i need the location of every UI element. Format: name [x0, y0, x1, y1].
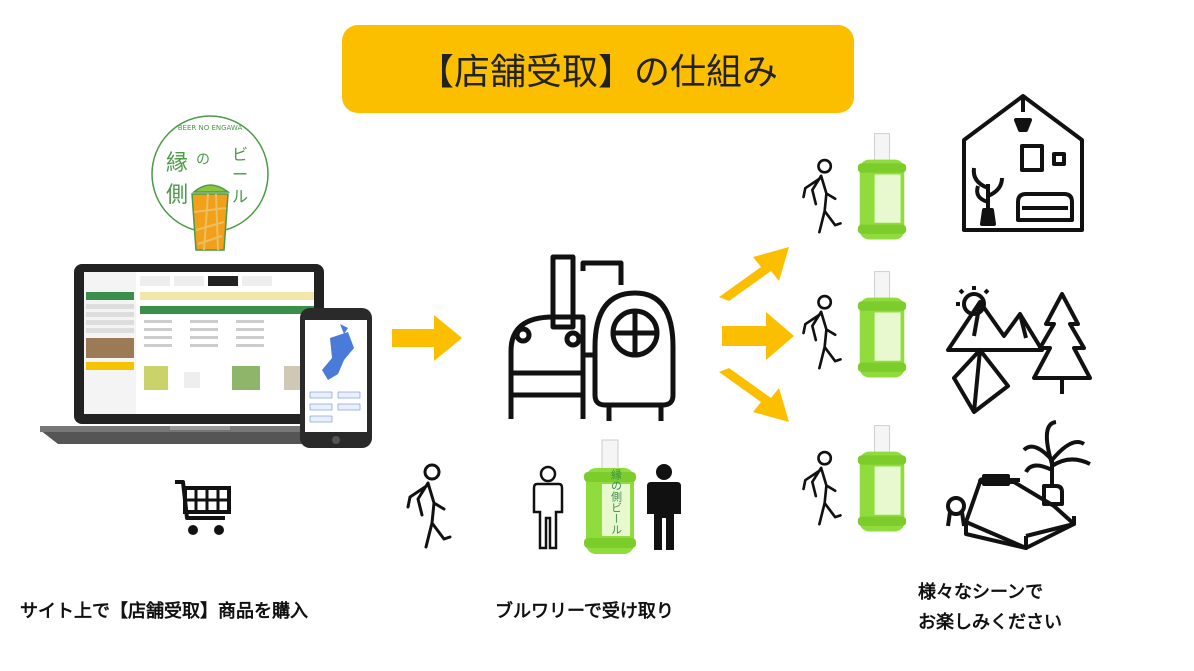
logo-kanji-2: 側 [166, 183, 188, 208]
arrow-icon [713, 366, 793, 432]
phone-icon [300, 308, 372, 448]
cart-icon [173, 478, 233, 538]
walking-person-icon [800, 156, 844, 238]
step-1-label: サイト上で【店舗受取】商品を購入 [20, 601, 308, 622]
logo-kana-4: ル [232, 187, 248, 206]
keg-icon [856, 266, 908, 384]
step-3-line-2: お楽しみください [918, 612, 1062, 633]
logo-kana-2: ビ [232, 145, 248, 164]
walking-person-icon [800, 292, 844, 374]
house-icon [960, 92, 1086, 232]
beer-logo: BEER NO ENGAWA 縁 側 の ビ ー ル [148, 112, 273, 257]
keg-icon [856, 128, 908, 246]
bedroom-icon [944, 420, 1096, 550]
logo-arc-text: BEER NO ENGAWA [178, 124, 243, 132]
page-title: 【店舗受取】の仕組み [417, 52, 778, 93]
arrow-icon [713, 237, 793, 303]
laptop-icon [40, 262, 358, 452]
walking-person-icon [404, 463, 454, 551]
arrow-icon [722, 310, 794, 362]
logo-kana-1: の [196, 152, 210, 168]
keg-label: 縁の側ビール [610, 468, 623, 535]
keg-icon [856, 420, 908, 538]
mountain-camp-icon [946, 286, 1096, 416]
keg-icon: 縁の側ビール [582, 439, 638, 555]
step-2-label: ブルワリーで受け取り [495, 601, 674, 622]
arrow-icon [392, 313, 462, 363]
title-banner: 【店舗受取】の仕組み [342, 25, 854, 113]
logo-kana-3: ー [232, 165, 248, 184]
brewery-icon [505, 254, 676, 425]
person-icon [645, 464, 683, 552]
walking-person-icon [800, 448, 844, 530]
person-icon [532, 465, 564, 550]
step-3-label: 様々なシーンで お楽しみください [918, 578, 1062, 638]
logo-kanji-1: 縁 [166, 151, 188, 176]
step-3-line-1: 様々なシーンで [918, 582, 1044, 603]
